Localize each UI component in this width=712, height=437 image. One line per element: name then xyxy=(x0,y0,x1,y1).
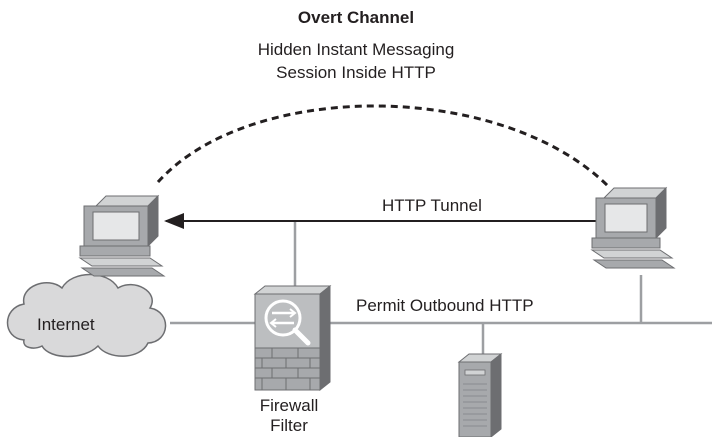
right-computer-icon xyxy=(590,186,676,269)
left-computer-icon xyxy=(78,194,166,277)
diagram-title: Overt Channel xyxy=(297,8,415,27)
server-icon xyxy=(457,352,503,437)
firewall-label-line-1: Firewall xyxy=(259,396,319,415)
firewall-filter-icon xyxy=(253,284,332,392)
permit-outbound-label: Permit Outbound HTTP xyxy=(356,296,534,315)
subtitle-line-2: Session Inside HTTP xyxy=(276,63,436,82)
subtitle-line-1: Hidden Instant Messaging xyxy=(257,40,455,59)
internet-label: Internet xyxy=(37,315,95,334)
internet-cloud-icon xyxy=(6,273,167,358)
http-tunnel-label: HTTP Tunnel xyxy=(382,196,482,215)
firewall-label-line-2: Filter xyxy=(270,416,308,435)
overt-channel-arc xyxy=(156,104,610,188)
